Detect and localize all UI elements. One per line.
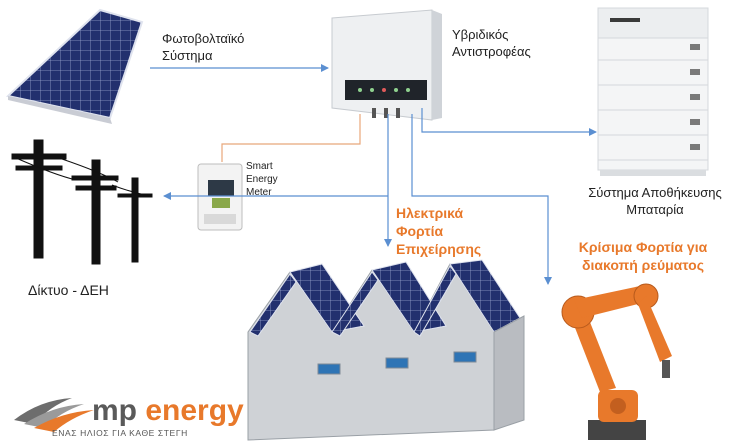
brand-name-prefix: mp (92, 394, 137, 427)
hybrid-inverter-icon (331, 9, 442, 121)
smart-meter-label: Smart Energy Meter (246, 161, 278, 198)
inverter-to-meter-line (221, 114, 361, 162)
grid-poles-icon (11, 139, 153, 265)
critical-loads-label: Κρίσιμα Φορτία για διακοπή ρεύματος (578, 239, 708, 273)
business-loads-label: Ηλεκτρικά Φορτία Επιχείρησης (396, 205, 482, 257)
smart-meter-icon (197, 163, 243, 231)
battery-system-label: Σύστημα Αποθήκευσης Μπαταρία (588, 185, 722, 217)
grid-label: Δίκτυο - ΔΕΗ (28, 282, 109, 298)
hybrid-inverter-label: Υβριδικός Αντιστροφέας (452, 27, 531, 59)
brand-name: mp energy (92, 396, 244, 426)
pv-system-label: Φωτοβολταϊκό Σύστημα (162, 31, 245, 63)
solar-panel-icon (5, 8, 144, 124)
brand-tagline: ΕΝΑΣ ΗΛΙΟΣ ΓΙΑ ΚΑΘΕ ΣΤΕΓΗ (52, 428, 188, 438)
battery-storage-icon (597, 7, 709, 176)
inverter-to-battery-line (421, 108, 597, 136)
brand-logo-icon (14, 398, 94, 432)
factory-building-icon (247, 259, 525, 441)
brand-name-suffix: energy (145, 394, 244, 427)
robot-arm-icon (561, 283, 672, 440)
inverter-to-critical-loads-line (411, 114, 552, 285)
